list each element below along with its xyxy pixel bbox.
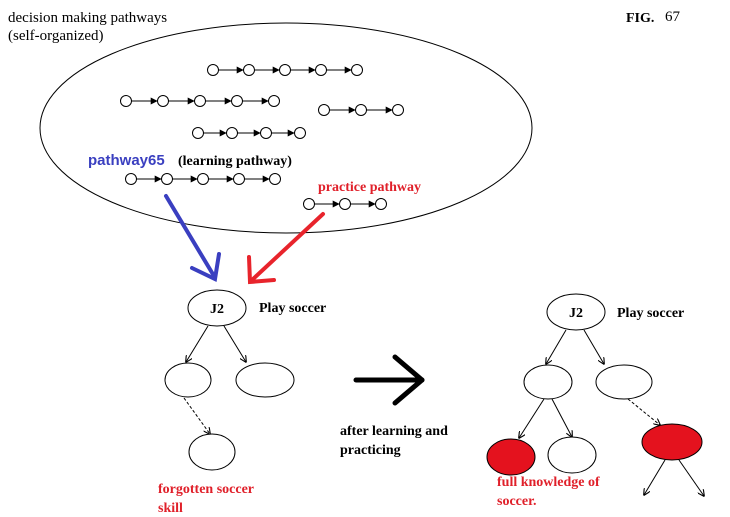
learning-pathway-desc: (learning pathway) — [178, 154, 292, 169]
pathway-node — [392, 104, 404, 116]
pathway-node — [355, 104, 367, 116]
pathway-chain — [318, 104, 404, 116]
pathway-node — [243, 64, 255, 76]
left-grandchild-node — [188, 433, 236, 471]
pathway-node — [120, 95, 132, 107]
pathway-node — [303, 198, 315, 210]
left-tree-caption-line2: skill — [158, 501, 183, 516]
pathway-pool-ellipse — [39, 22, 533, 234]
right-child-node-1 — [523, 364, 573, 400]
pathway-chain — [303, 198, 387, 210]
left-root-node — [187, 289, 247, 327]
pathway-node — [375, 198, 387, 210]
figure-label: FIG. — [626, 11, 654, 26]
left-tree: J2 Play soccer forgotten soccer skill — [158, 289, 326, 516]
pathway-node — [318, 104, 330, 116]
pathway-node — [161, 173, 173, 185]
diagram-title-line2: (self-organized) — [8, 28, 104, 44]
pathway-node — [207, 64, 219, 76]
left-child-node-2 — [235, 362, 295, 398]
pathway-node — [279, 64, 291, 76]
right-grandchild-node-red-2 — [641, 423, 703, 461]
pathway-node — [260, 127, 272, 139]
right-tree-caption-line1: full knowledge of — [497, 475, 600, 490]
pathway-node — [339, 198, 351, 210]
figure-number: 67 — [665, 9, 681, 25]
pathway-node — [233, 173, 245, 185]
left-tree-caption-line1: forgotten soccer — [158, 482, 254, 497]
pathway-node — [197, 173, 209, 185]
right-root-label: J2 — [569, 306, 583, 321]
diagram-title-line1: decision making pathways — [8, 10, 167, 26]
right-grandchild-node-2 — [547, 436, 597, 474]
practice-pathway-label: practice pathway — [318, 180, 421, 195]
pathway-node — [157, 95, 169, 107]
pathway-chain — [192, 127, 306, 139]
pathway-chains — [120, 64, 404, 210]
pathway-node — [226, 127, 238, 139]
pathway-node — [194, 95, 206, 107]
pathway-chain — [125, 173, 281, 185]
right-root-caption: Play soccer — [617, 306, 684, 321]
pathway-chain — [120, 95, 280, 107]
pathway-node — [315, 64, 327, 76]
left-root-caption: Play soccer — [259, 301, 326, 316]
learning-pathway-arrow — [164, 194, 221, 282]
pathway-node — [231, 95, 243, 107]
pathway-node — [268, 95, 280, 107]
left-root-label: J2 — [210, 302, 224, 317]
transition-text-line2: practicing — [340, 443, 401, 458]
right-root-node — [546, 293, 606, 331]
right-child-node-2 — [595, 364, 653, 400]
right-tree: J2 Play soccer full knowledge of soccer. — [486, 293, 704, 509]
pathway-node — [192, 127, 204, 139]
learning-pathway-name: pathway65 — [88, 152, 165, 169]
practice-pathway-arrow — [247, 212, 325, 285]
transition-arrow — [353, 354, 425, 406]
right-tree-caption-line2: soccer. — [497, 494, 537, 509]
transition-text-line1: after learning and — [340, 424, 448, 439]
pathway-chain — [207, 64, 363, 76]
right-grandchild-node-red — [486, 438, 536, 476]
pathway-node — [294, 127, 306, 139]
pathway-node — [351, 64, 363, 76]
pathway-node — [125, 173, 137, 185]
left-child-node-1 — [164, 362, 212, 398]
pathway-node — [269, 173, 281, 185]
